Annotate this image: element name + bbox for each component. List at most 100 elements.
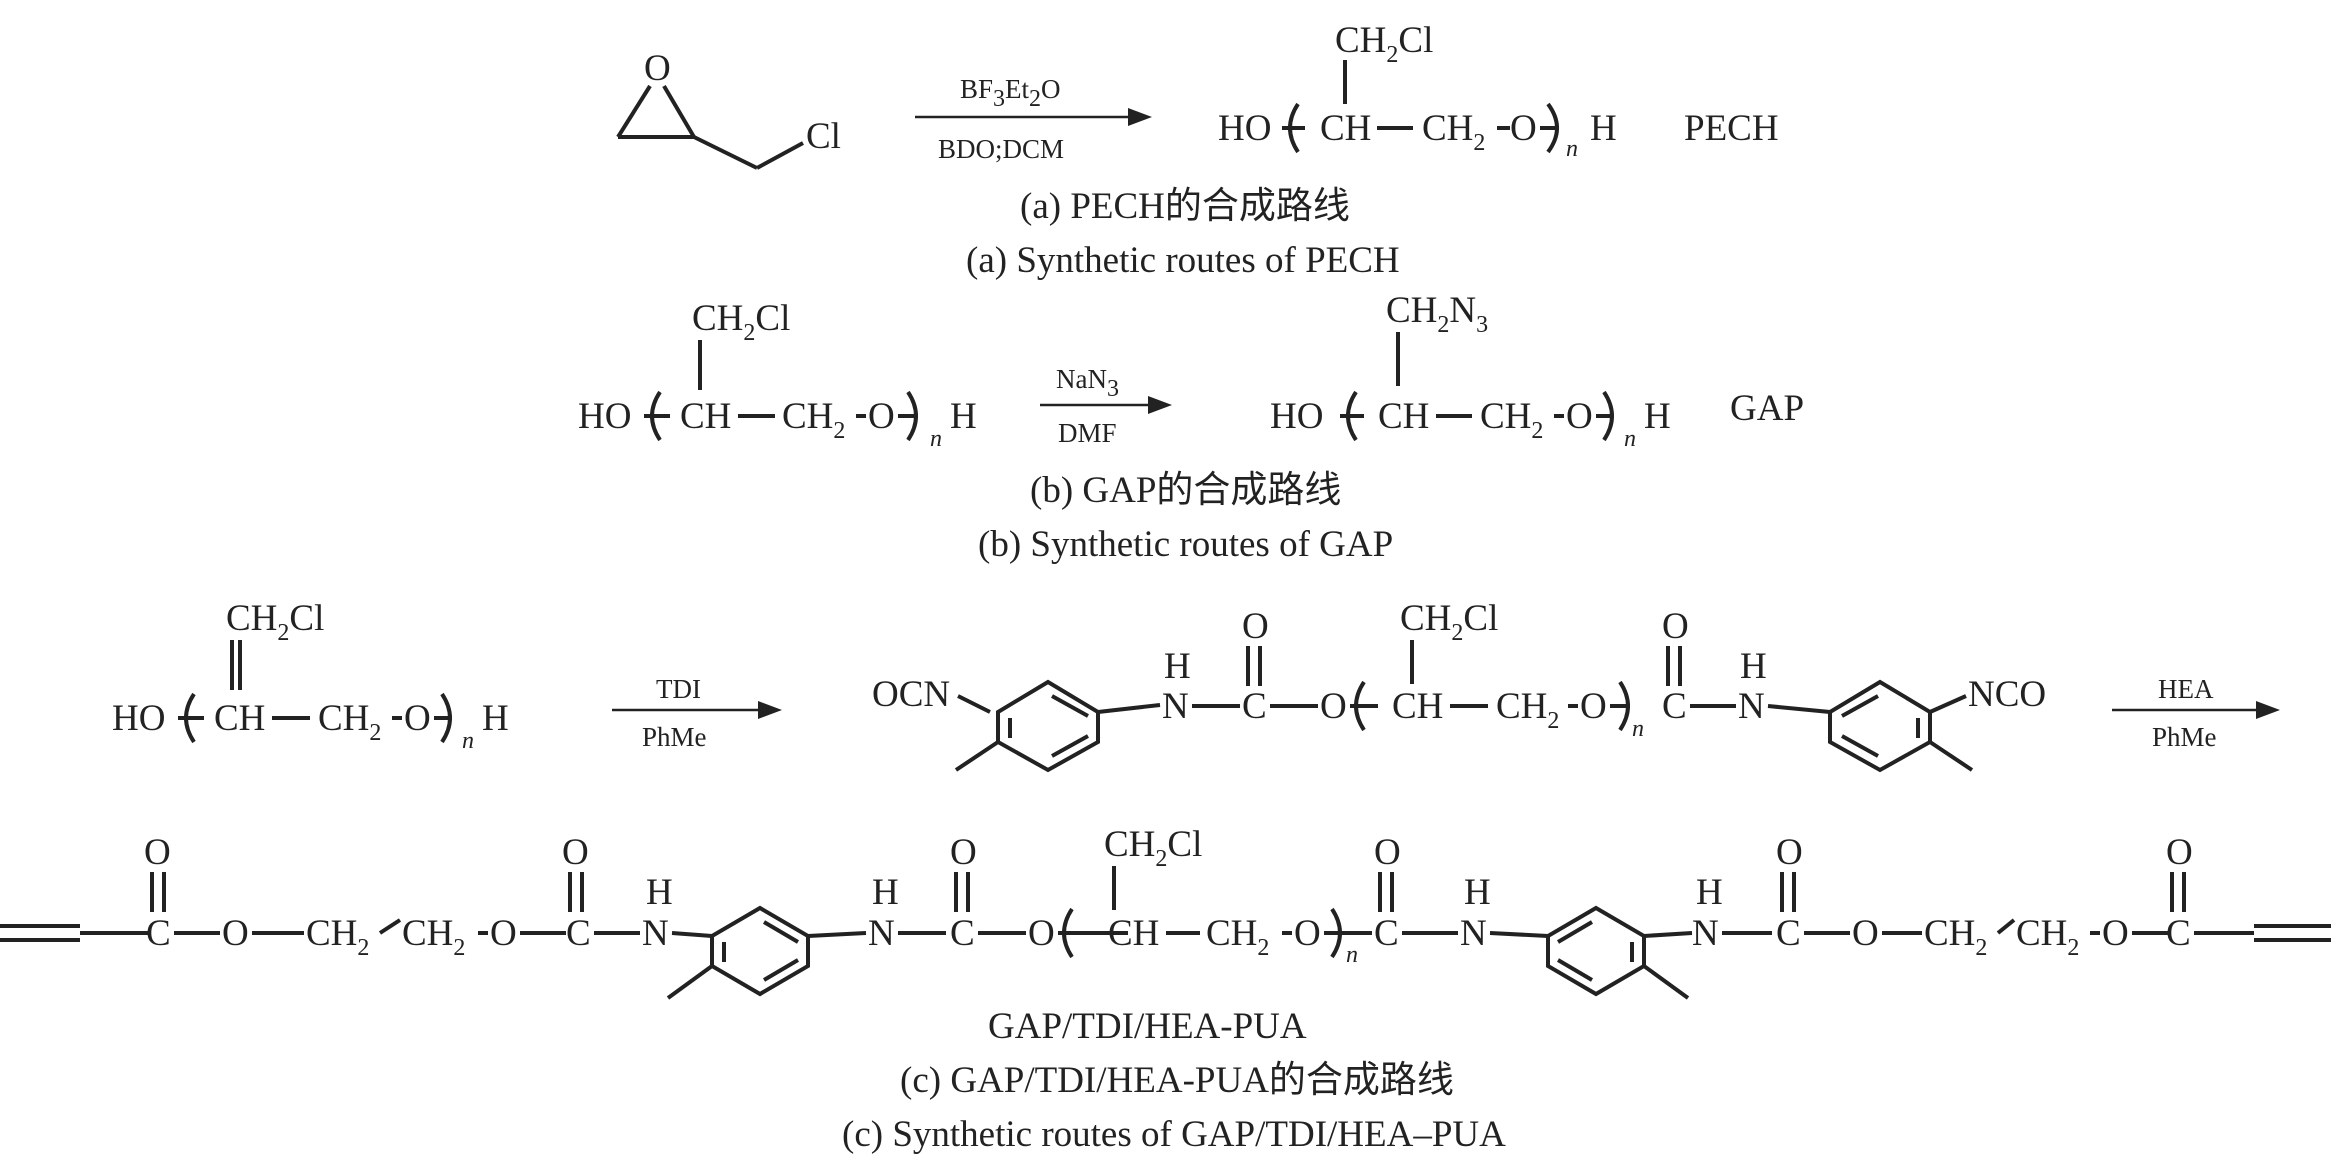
reagent-a-bottom: BDO;DCM xyxy=(938,134,1064,164)
pua-o-5: O xyxy=(950,832,977,873)
arrow-c1: TDI PhMe xyxy=(612,674,782,752)
c-reactant-h: H xyxy=(482,698,509,739)
pua-o-6: O xyxy=(1028,913,1055,954)
prepolymer-n: n xyxy=(1632,716,1644,742)
prepolymer-o: O xyxy=(1580,686,1607,727)
pua-h-3: H xyxy=(1464,872,1491,913)
pua-ch: CH xyxy=(1108,913,1159,954)
pua-ch2-2: CH2 xyxy=(402,913,465,961)
b-reactant-n: n xyxy=(930,426,942,452)
pua-structure: O C O CH2 CH2 O O C H N H N O xyxy=(0,824,2331,1000)
pua-h-2: H xyxy=(872,872,899,913)
reagent-a-top: BF3Et2O xyxy=(960,74,1061,112)
carbonyl-c-2: C xyxy=(1662,686,1687,727)
pua-o-1: O xyxy=(144,832,171,873)
pua-h-4: H xyxy=(1696,872,1723,913)
pua-c-1: C xyxy=(146,913,171,954)
caption-a-cn: (a) PECH的合成路线 xyxy=(1020,185,1350,227)
caption-b-cn: (b) GAP的合成路线 xyxy=(1030,469,1341,511)
pua-c-5: C xyxy=(1776,913,1801,954)
pua-n: n xyxy=(1346,942,1358,968)
c-reactant-side: CH2Cl xyxy=(226,598,324,646)
b-reactant-ch2: CH2 xyxy=(782,396,845,444)
pech-right-paren xyxy=(1546,102,1559,154)
pech-o: O xyxy=(1510,108,1537,149)
nh-n-right: N xyxy=(1738,686,1765,727)
b-reactant-ch: CH xyxy=(680,396,731,437)
pua-o-3: O xyxy=(490,913,517,954)
pua-ch2-3: CH2 xyxy=(1206,913,1269,961)
reagent-b-bottom: DMF xyxy=(1058,418,1117,448)
reaction-c-step1: CH2Cl HO CH CH2 O n H TDI PhMe OCN xyxy=(112,598,2280,773)
pua-o-11: O xyxy=(2102,913,2129,954)
reagent-c1-bottom: PhMe xyxy=(642,722,707,752)
pua-o-4: O xyxy=(562,832,589,873)
prepolymer-side-group: CH2Cl xyxy=(1400,598,1498,646)
carbonyl-o-1: O xyxy=(1242,606,1269,647)
reagent-c1-top: TDI xyxy=(656,674,701,704)
gap-structure: CH2N3 HO CH CH2 O n H GAP xyxy=(1270,290,1804,452)
arrow-c2: HEA PhMe xyxy=(2112,674,2280,752)
pua-n-3: N xyxy=(1460,913,1487,954)
pech-ho: HO xyxy=(1218,108,1271,149)
gap-o: O xyxy=(1566,396,1593,437)
pech-h: H xyxy=(1590,108,1617,149)
pua-label: GAP/TDI/HEA-PUA xyxy=(988,1006,1307,1047)
pua-ch2-4: CH2 xyxy=(1924,913,1987,961)
gap-ho: HO xyxy=(1270,396,1323,437)
c-reactant-n: n xyxy=(462,728,474,754)
pech-reactant-side: CH2Cl xyxy=(692,298,790,346)
pua-o-7: O xyxy=(1294,913,1321,954)
gap-side-group: CH2N3 xyxy=(1386,290,1488,338)
caption-c-en: (c) Synthetic routes of GAP/TDI/HEA–PUA xyxy=(842,1114,1506,1155)
carbonyl-o-2: O xyxy=(1662,606,1689,647)
pua-ring-right xyxy=(1546,905,1646,997)
pua-c-6: C xyxy=(2166,913,2191,954)
epoxide-oxygen: O xyxy=(644,48,671,89)
epoxide-chlorine: Cl xyxy=(806,116,841,157)
arrow-a: BF3Et2O BDO;DCM xyxy=(915,74,1152,164)
pua-ring-left xyxy=(710,905,810,997)
nh-h-right: H xyxy=(1740,646,1767,687)
c-reactant-o: O xyxy=(404,698,431,739)
c-reactant-ho: HO xyxy=(112,698,165,739)
pech-side-group: CH2Cl xyxy=(1335,20,1433,68)
gap-ch: CH xyxy=(1378,396,1429,437)
gap-h: H xyxy=(1644,396,1671,437)
reagent-c2-top: HEA xyxy=(2158,674,2214,704)
pech-n: n xyxy=(1566,136,1578,162)
caption-c-cn: (c) GAP/TDI/HEA-PUA的合成路线 xyxy=(900,1059,1454,1101)
pua-c-3: C xyxy=(950,913,975,954)
gap-n: n xyxy=(1624,426,1636,452)
pua-o-12: O xyxy=(2166,832,2193,873)
nco-prepolymer: OCN H N O C O CH2Cl CH xyxy=(872,598,2046,773)
pua-o-8: O xyxy=(1374,832,1401,873)
prepolymer-ch: CH xyxy=(1392,686,1443,727)
prepolymer-ch2: CH2 xyxy=(1496,686,1559,734)
b-reactant-ho: HO xyxy=(578,396,631,437)
caption-b-en: (b) Synthetic routes of GAP xyxy=(978,524,1393,565)
ester-o-1: O xyxy=(1320,686,1347,727)
caption-a-en: (a) Synthetic routes of PECH xyxy=(966,240,1400,281)
pua-n-1: N xyxy=(642,913,669,954)
left-ocn: OCN xyxy=(872,674,950,715)
b-reactant-h: H xyxy=(950,396,977,437)
pua-ch2-5: CH2 xyxy=(2016,913,2079,961)
epichlorohydrin: O Cl xyxy=(616,48,841,170)
pua-o-9: O xyxy=(1776,832,1803,873)
pech-reactant: CH2Cl HO CH CH2 O n H xyxy=(578,298,977,452)
reagent-c2-bottom: PhMe xyxy=(2152,722,2217,752)
nh-n-left: N xyxy=(1162,686,1189,727)
pua-h-1: H xyxy=(646,872,673,913)
c-gap-reactant: CH2Cl HO CH CH2 O n H xyxy=(112,598,509,754)
pech-ch: CH xyxy=(1320,108,1371,149)
reaction-a: O Cl BF3Et2O BDO;DCM CH2Cl HO CH CH2 O xyxy=(616,20,1779,281)
pech-structure: CH2Cl HO CH CH2 O n H PECH xyxy=(1218,20,1779,162)
pua-c-4: C xyxy=(1374,913,1399,954)
pech-ch2: CH2 xyxy=(1422,108,1485,156)
right-nco: NCO xyxy=(1968,674,2046,715)
reagent-b-top: NaN3 xyxy=(1056,364,1119,402)
pua-n-2: N xyxy=(868,913,895,954)
right-tolyl-ring xyxy=(1828,679,1932,773)
